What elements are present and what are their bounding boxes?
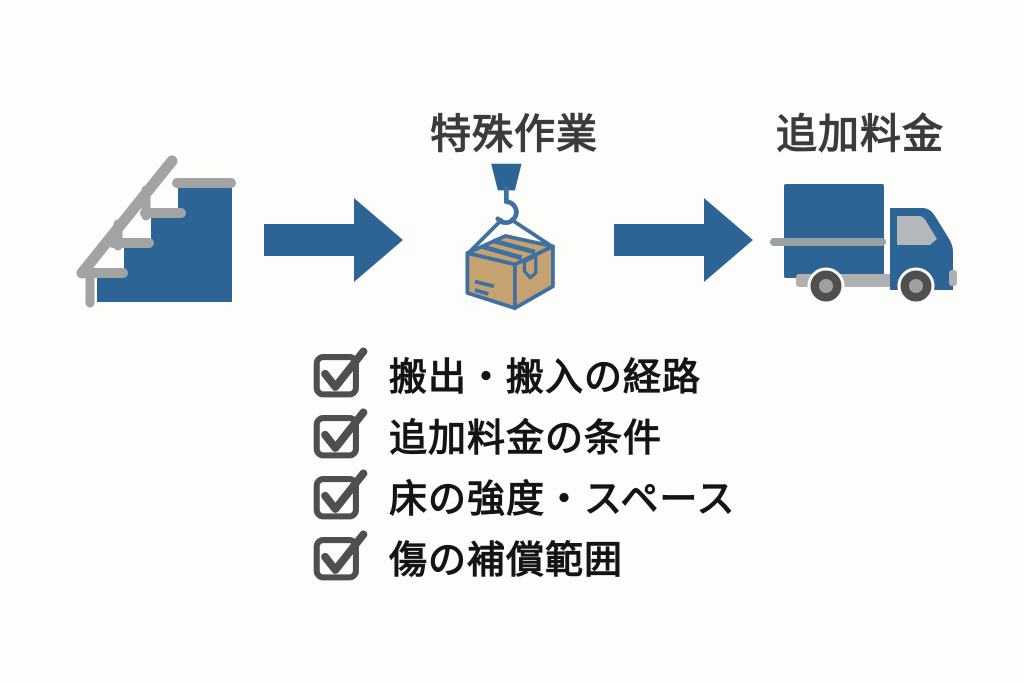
checked-checkbox-icon [313, 528, 369, 582]
checklist-item-label: 追加料金の条件 [389, 418, 663, 460]
special-work-label: 特殊作業 [430, 111, 598, 157]
stairs-icon [72, 150, 240, 308]
checklist-item: 床の強度・スペース [313, 466, 735, 521]
checklist-item-label: 床の強度・スペース [389, 479, 736, 521]
checked-checkbox-icon [313, 345, 369, 399]
checklist-item-label: 搬出・搬入の経路 [389, 357, 702, 399]
checklist-item: 搬出・搬入の経路 [313, 344, 735, 399]
right-arrow-icon [612, 197, 756, 283]
right-arrow-icon [264, 197, 404, 283]
checklist-item: 傷の補償範囲 [313, 527, 735, 582]
truck-icon [768, 180, 960, 306]
crane-hook-box-icon [456, 158, 570, 312]
checked-checkbox-icon [313, 406, 369, 460]
checklist-item-label: 傷の補償範囲 [389, 540, 624, 582]
additional-fee-label: 追加料金 [776, 111, 944, 157]
checklist: 搬出・搬入の経路 追加料金の条件 床の強度・スペース [313, 344, 735, 588]
checked-checkbox-icon [313, 467, 369, 521]
checklist-item: 追加料金の条件 [313, 405, 735, 460]
